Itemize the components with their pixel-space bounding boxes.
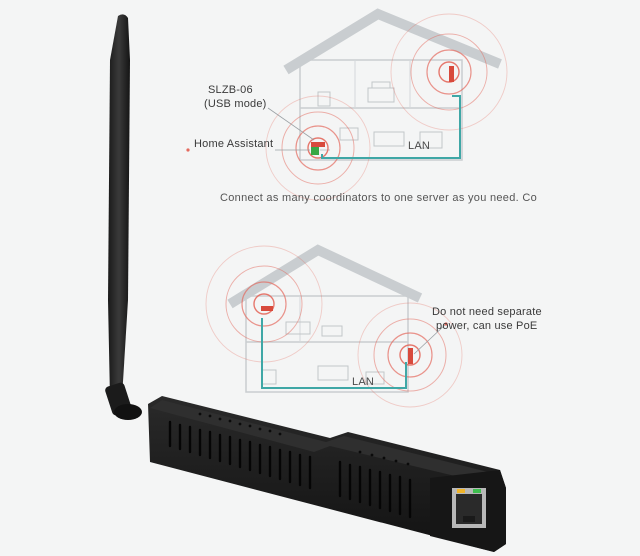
house-roof-bottom	[227, 244, 423, 309]
vent-slots	[168, 420, 412, 519]
server-label: Home Assistant	[194, 138, 274, 150]
coordinator-device-bottom	[261, 306, 273, 311]
device-label-line2: (USB mode)	[204, 98, 267, 110]
signal-rings-router-top	[390, 13, 508, 131]
caption: Connect as many coordinators to one serv…	[220, 192, 538, 204]
device-body	[148, 396, 506, 552]
lan-cable-top	[321, 95, 461, 159]
house-walls-top	[299, 59, 463, 161]
product-device	[105, 14, 506, 552]
device-label-line1: SLZB-06	[208, 84, 253, 96]
house-roof-top	[283, 8, 502, 75]
server-device-top	[311, 147, 319, 155]
lan-cable-bottom	[261, 318, 407, 389]
coordinator-device-top	[311, 142, 325, 147]
signal-rings-device-top	[265, 95, 371, 201]
antenna-icon	[105, 14, 142, 420]
router-device-top	[449, 66, 454, 82]
house-walls-bottom	[245, 295, 409, 393]
lan-label-top: LAN	[408, 140, 430, 152]
signal-rings-poe-bottom	[357, 302, 463, 408]
poe-note-line2: power, can use PoE	[436, 320, 538, 332]
leader-device	[267, 107, 315, 141]
diagram-top	[186, 8, 508, 201]
signal-rings-coordinator-bottom	[205, 245, 323, 363]
diagram-bottom	[205, 244, 463, 408]
lan-label-bottom: LAN	[352, 376, 374, 388]
poe-note-line1: Do not need separate	[432, 306, 542, 318]
ethernet-port-icon	[452, 488, 486, 528]
poe-device-bottom	[408, 348, 413, 364]
leader-poe	[413, 323, 447, 355]
